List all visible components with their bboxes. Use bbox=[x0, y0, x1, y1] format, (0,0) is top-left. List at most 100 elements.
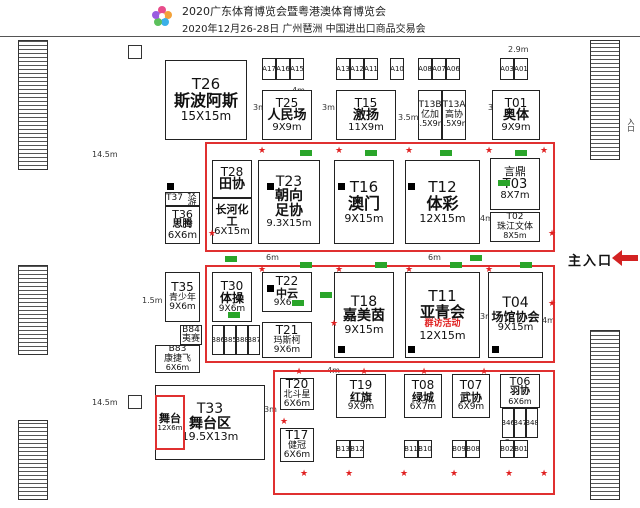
booth-t26[interactable]: T26 斯波阿斯 15X15m bbox=[165, 60, 247, 140]
small-booth-b46[interactable]: B46 bbox=[502, 408, 514, 438]
star-marker-icon: ★ bbox=[405, 265, 414, 275]
small-booth-b10[interactable]: B10 bbox=[418, 440, 432, 458]
column-marker bbox=[338, 183, 345, 190]
booth-t02[interactable]: T02 珠江文体 8X5m bbox=[490, 212, 540, 242]
star-marker-icon: ★ bbox=[280, 417, 289, 427]
booth-t37[interactable]: T37 牧游 bbox=[165, 192, 200, 206]
small-booth-a13[interactable]: A13 bbox=[336, 58, 350, 80]
event-tag: 群访活动 bbox=[424, 319, 461, 330]
flow-arrow-icon bbox=[300, 150, 312, 156]
small-booth-a01[interactable]: A01 bbox=[514, 58, 528, 80]
dim-left-gap: 1.5m bbox=[142, 296, 163, 305]
small-booth-b85[interactable]: B85 bbox=[224, 325, 236, 355]
small-booth-b88[interactable]: B88 bbox=[236, 325, 248, 355]
booth-t36[interactable]: T36 思腾 6X6m bbox=[165, 206, 200, 244]
small-booth-a16[interactable]: A16 bbox=[276, 58, 290, 80]
booth-t35[interactable]: T35 青少年 9X6m bbox=[165, 272, 200, 322]
booth-t07[interactable]: T07 武协 6X9m bbox=[452, 374, 490, 418]
booth-t06[interactable]: T06 羽协 6X6m bbox=[500, 374, 540, 408]
booth-t13a[interactable]: T13A 高协 4.5X9m bbox=[442, 90, 466, 140]
booth-t21[interactable]: T21 玛斯柯 9X6m bbox=[262, 322, 312, 358]
star-marker-icon: ★ bbox=[540, 146, 549, 156]
small-booth-b01[interactable]: B01 bbox=[514, 440, 528, 458]
small-booth-a06[interactable]: A06 bbox=[446, 58, 460, 80]
dim-3m-right: 3m bbox=[480, 312, 493, 321]
small-booth-a15[interactable]: A15 bbox=[290, 58, 304, 80]
booth-t01[interactable]: T01 奥体 9X9m bbox=[492, 90, 540, 140]
booth-t19[interactable]: T19 红旗 9X9m bbox=[336, 374, 386, 418]
star-marker-icon: ★ bbox=[330, 319, 339, 329]
booth-t18[interactable]: T18 嘉美茵 9X15m bbox=[334, 272, 394, 358]
flow-arrow-icon bbox=[520, 262, 532, 268]
dim-aisle-left-top: 14.5m bbox=[92, 150, 118, 159]
dim-6m-mid2: 6m bbox=[428, 253, 441, 262]
booth-t17[interactable]: T17 健冠 6X6m bbox=[280, 428, 314, 462]
small-booth-b48[interactable]: B48 bbox=[526, 408, 538, 438]
star-marker-icon: ★ bbox=[345, 469, 354, 479]
main-entrance-label: 主入口 bbox=[568, 254, 614, 269]
star-marker-icon: ★ bbox=[548, 229, 557, 239]
small-booth-b12[interactable]: B12 bbox=[350, 440, 364, 458]
left-column-a bbox=[128, 45, 142, 59]
small-booth-a07[interactable]: A07 bbox=[432, 58, 446, 80]
right-building-top bbox=[590, 40, 620, 160]
booth-t11[interactable]: T11 亚青会 群访活动 12X15m bbox=[405, 272, 480, 358]
small-booth-b13[interactable]: B13 bbox=[336, 440, 350, 458]
star-marker-icon: ★ bbox=[405, 146, 414, 156]
booth-t04[interactable]: T04 场馆协会 9X15m bbox=[488, 272, 543, 358]
column-marker bbox=[338, 346, 345, 353]
flow-arrow-icon bbox=[375, 262, 387, 268]
small-booth-a03[interactable]: A03 bbox=[500, 58, 514, 80]
booth-t28[interactable]: T28 田协 bbox=[212, 160, 252, 198]
booth-t08[interactable]: T08 绿城 6X7m bbox=[404, 374, 442, 418]
star-marker-icon: ★ bbox=[505, 469, 514, 479]
logo bbox=[150, 4, 174, 28]
star-marker-icon: ★ bbox=[258, 146, 267, 156]
small-booth-b47[interactable]: B47 bbox=[514, 408, 526, 438]
dim-35m: 3.5m bbox=[398, 113, 419, 122]
dim-4m-mid: 4m bbox=[480, 214, 493, 223]
small-booth-b08[interactable]: B08 bbox=[466, 440, 480, 458]
flow-arrow-icon bbox=[365, 150, 377, 156]
booth-t27[interactable]: 长河化工 6X15m bbox=[212, 198, 252, 244]
small-booth-a10[interactable]: A10 bbox=[390, 58, 404, 80]
small-booth-a12[interactable]: A12 bbox=[350, 58, 364, 80]
flow-arrow-icon bbox=[225, 256, 237, 262]
booth-t12[interactable]: T12 体彩 12X15m bbox=[405, 160, 480, 244]
small-booth-b86[interactable]: B86 bbox=[212, 325, 224, 355]
right-building-bottom bbox=[590, 330, 620, 500]
booth-t22[interactable]: T22 中云 9X6m bbox=[262, 272, 312, 312]
small-booth-a11[interactable]: A11 bbox=[364, 58, 378, 80]
dim-aisle-left-bottom: 14.5m bbox=[92, 398, 118, 407]
booth-b84[interactable]: B84 夷赛 bbox=[180, 325, 202, 345]
star-marker-icon: ★ bbox=[400, 469, 409, 479]
zone-boundary-upper bbox=[205, 142, 555, 252]
star-marker-icon: ★ bbox=[208, 229, 217, 239]
booth-t13b[interactable]: T13B 亿加 4.5X9m bbox=[418, 90, 442, 140]
star-marker-icon: ★ bbox=[420, 367, 429, 377]
small-booth-b11[interactable]: B11 bbox=[404, 440, 418, 458]
flow-arrow-icon bbox=[498, 180, 510, 186]
booth-t16[interactable]: T16 澳门 9X15m bbox=[334, 160, 394, 244]
booth-t20[interactable]: T20 北斗星 6X6m bbox=[280, 378, 314, 410]
booth-b83[interactable]: B83 康捷飞 6X6m bbox=[155, 345, 200, 373]
small-booth-a08[interactable]: A08 bbox=[418, 58, 432, 80]
small-booth-b02[interactable]: B02 bbox=[500, 440, 514, 458]
header-title: 2020广东体育博览会暨粤港澳体育博览会 bbox=[182, 5, 386, 18]
flow-arrow-icon bbox=[515, 150, 527, 156]
flow-arrow-icon bbox=[470, 255, 482, 261]
small-booth-b09[interactable]: B09 bbox=[452, 440, 466, 458]
dim-3m-bot: 3m bbox=[264, 405, 277, 414]
booth-t15[interactable]: T15 激扬 11X9m bbox=[336, 90, 396, 140]
column-marker bbox=[167, 183, 174, 190]
entrance-arrow-icon bbox=[612, 250, 638, 266]
small-booth-b87[interactable]: B87 bbox=[248, 325, 260, 355]
booth-t25[interactable]: T25 人民场 9X9m bbox=[262, 90, 312, 140]
flower-logo-icon bbox=[152, 6, 172, 26]
booth-t23[interactable]: T23 朝向足协 9.3X15m bbox=[258, 160, 320, 244]
booth-t34-stage[interactable]: 舞台 12X6m bbox=[155, 395, 185, 450]
column-marker bbox=[408, 183, 415, 190]
dim-6m-mid: 6m bbox=[266, 253, 279, 262]
small-booth-a17[interactable]: A17 bbox=[262, 58, 276, 80]
header-subtitle: 2020年12月26-28日 广州琶洲 中国进出口商品交易会 bbox=[182, 24, 426, 35]
